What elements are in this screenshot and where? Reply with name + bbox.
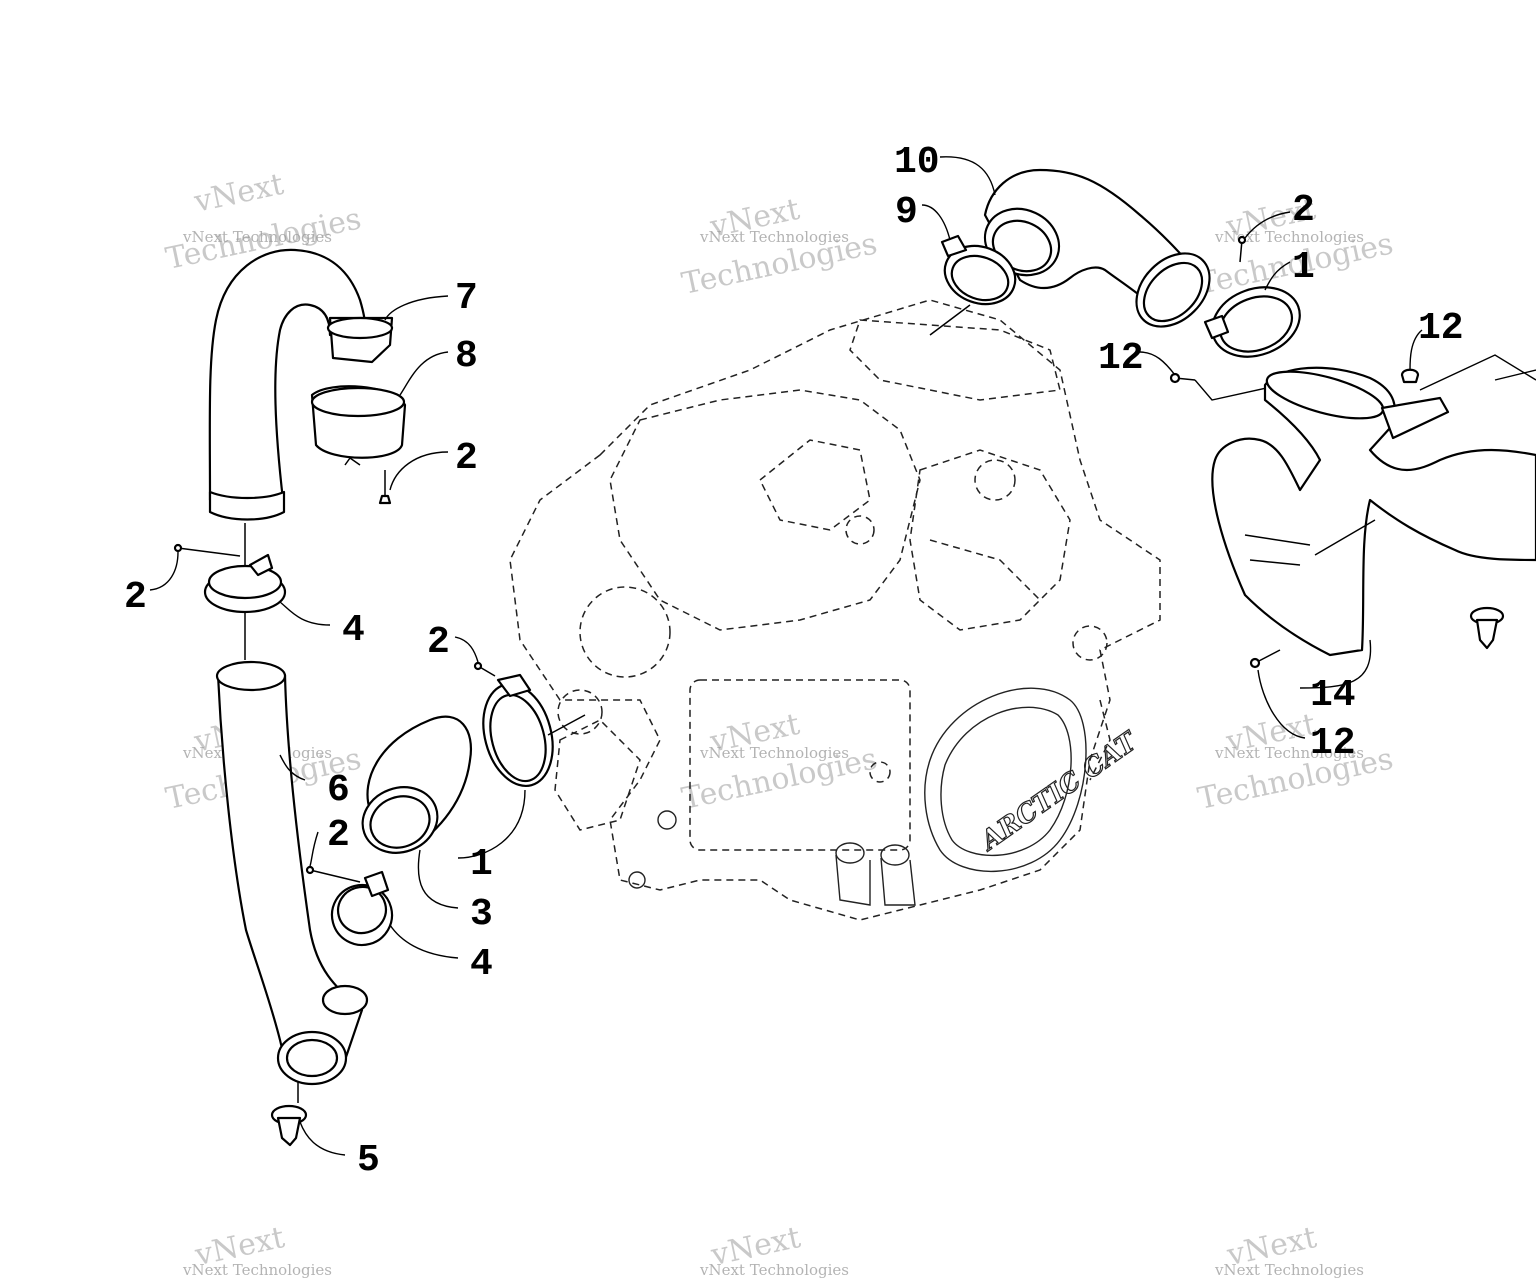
callout-4: 4 [470,943,493,986]
part-9-clamp [940,234,1017,306]
part-2-screw-top [1237,235,1247,263]
callout-1: 1 [1292,246,1315,289]
part-1-clamp [482,673,554,788]
callout-4: 4 [342,609,365,652]
part-1-clamp-right [1203,286,1301,358]
callout-8: 8 [455,335,478,378]
watermark-line: vNext Technologies [1214,744,1364,762]
part-8-cuff [310,385,407,466]
assembly-line [1314,519,1376,556]
callout-3: 3 [470,893,493,936]
part-12-fastener-c [1249,649,1281,669]
part-4-clamp-upper [203,553,287,614]
assembly-line [1419,354,1536,391]
part-3-boot [361,715,473,854]
part-2-screw [378,470,392,505]
assembly-line [929,304,971,336]
part-2-screw-left [173,543,241,557]
clutch-cover: ARCTIC CAT [924,687,1144,873]
part-10-elbow-duct [983,168,1211,328]
callout-12: 12 [1418,307,1464,350]
watermark-line: vNext Technologies [1214,228,1364,246]
part-2-screw-lower [305,865,361,883]
part-5-fastener [270,1104,308,1147]
watermark-line: vNext Technologies [182,228,332,246]
callout-2: 2 [327,814,350,857]
callout-12: 12 [1098,337,1144,380]
engine-logo: ARCTIC CAT [973,726,1144,858]
assembly-line [1494,369,1536,381]
callout-14: 14 [1310,674,1356,717]
watermark-line: vNext Technologies [1214,1261,1364,1279]
callout-5: 5 [357,1139,380,1182]
svg-text:vNext: vNext [190,167,286,220]
callout-10: 10 [894,141,940,184]
part-12-fastener-b [1400,368,1420,384]
watermark-line: vNext Technologies [699,228,849,246]
callout-7: 7 [455,277,478,320]
callout-2: 2 [427,621,450,664]
callouts: 10 9 2 1 12 12 7 8 2 2 4 2 6 2 1 3 4 5 1… [124,141,1464,1182]
part-4-clamp-lower [330,870,394,947]
callout-2: 2 [455,437,478,480]
callout-12: 12 [1310,722,1356,765]
part-6-long-tube [215,660,369,1086]
part-2-screw-mid [473,661,496,677]
part-14-air-duct [1211,366,1536,657]
engine-outline: ARCTIC CAT [509,299,1161,921]
watermark-line: vNext Technologies [182,1261,332,1279]
part-7-intake-elbow [208,248,394,521]
watermark-line: vNext Technologies [699,1261,849,1279]
assembly-line [547,714,586,736]
callout-2: 2 [124,576,147,619]
callout-9: 9 [895,191,918,234]
callout-2: 2 [1292,189,1315,232]
assembly-line [1194,379,1281,401]
callout-6: 6 [327,769,350,812]
watermark-line: vNext Technologies [699,744,849,762]
leader-lines [149,156,1423,1156]
callout-1: 1 [470,843,493,886]
part-fastener-right [1469,606,1505,650]
